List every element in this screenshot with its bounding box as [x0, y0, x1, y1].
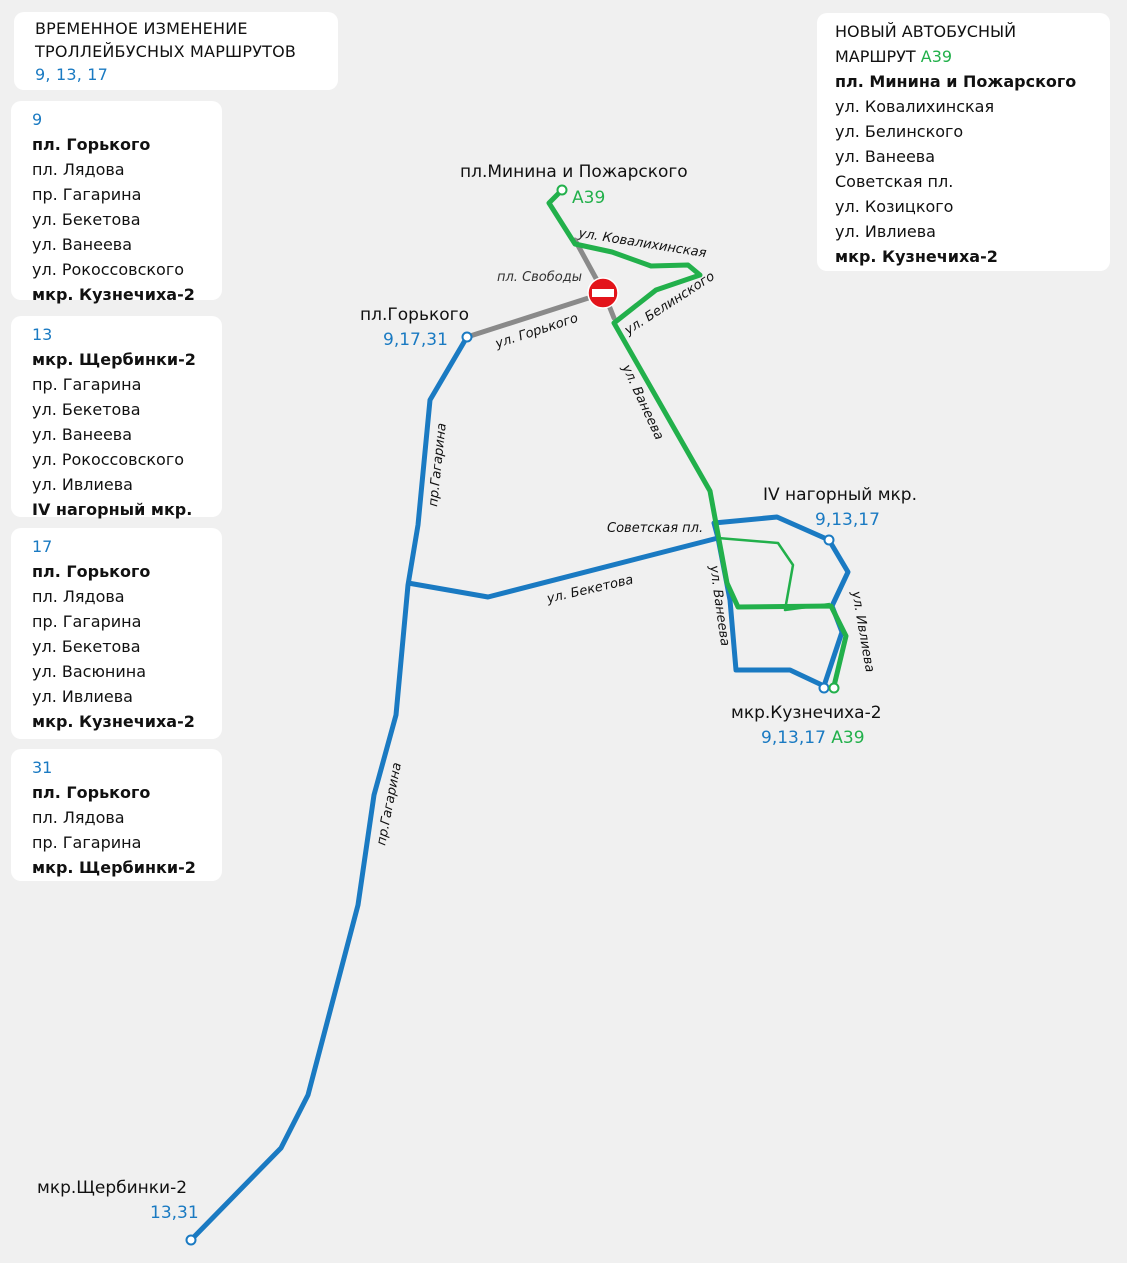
stop-marker-icon[interactable]: [818, 682, 830, 694]
stop-label-nagorny: IV нагорный мкр.: [763, 485, 917, 505]
stop-label-minina-routes: А39: [572, 188, 605, 208]
list-item: пл. Горького: [32, 783, 151, 802]
new-route-number: А39: [920, 47, 953, 66]
list-item: пр. Гагарина: [32, 185, 142, 204]
closed-section-gorkogo: [464, 290, 607, 340]
list-item: пр. Гагарина: [32, 833, 142, 852]
stop-label-kuznechikha-routes: 9,13,17: [761, 728, 826, 748]
list-item: пл. Лядова: [32, 160, 125, 179]
stop-label-minina: пл.Минина и Пожарского: [460, 162, 688, 182]
trolleybus-route-beketova: [407, 535, 719, 600]
list-item: ул. Белинского: [835, 122, 964, 141]
stop-label-kuznechikha: мкр.Кузнечиха-2: [731, 703, 882, 723]
stop-marker-icon[interactable]: [556, 184, 568, 196]
stop-marker-icon[interactable]: [185, 1234, 197, 1246]
new-route-line1: НОВЫЙ АВТОБУСНЫЙ: [835, 22, 1017, 41]
stop-label-kuznechikha-routes-line: 9,13,17 А39: [761, 728, 865, 748]
list-item: Советская пл.: [835, 172, 954, 191]
route-card-31: 31 пл. Горького пл. Лядова пр. Гагарина …: [11, 749, 222, 881]
route-number: 31: [32, 758, 53, 777]
list-item: пр. Гагарина: [32, 375, 142, 394]
list-item: ул. Ивлиева: [835, 222, 936, 241]
stop-label-gorkogo-routes: 9,17,31: [383, 330, 448, 350]
list-item: ул. Рокоссовского: [32, 260, 185, 279]
stop-label-kuznechikha-bus: А39: [831, 728, 864, 748]
trolleybus-route-gagarina: [188, 334, 470, 1243]
list-item: ул. Ванеева: [835, 147, 936, 166]
header-line1: ВРЕМЕННОЕ ИЗМЕНЕНИЕ: [35, 19, 248, 38]
street-label-svobody: пл. Свободы: [497, 270, 582, 285]
list-item: ул. Васюнина: [32, 662, 147, 681]
list-item: ул. Ванеева: [32, 425, 133, 444]
list-item: пл. Горького: [32, 562, 151, 581]
list-item: ул. Ванеева: [32, 235, 133, 254]
list-item: ул. Ковалихинская: [835, 97, 995, 116]
list-item: пл. Минина и Пожарского: [835, 72, 1077, 91]
stop-marker-icon[interactable]: [828, 682, 840, 694]
no-entry-icon: [587, 277, 619, 309]
list-item: пл. Лядова: [32, 587, 125, 606]
list-item: ул. Бекетова: [32, 400, 141, 419]
list-item: мкр. Кузнечиха-2: [835, 247, 998, 266]
street-label-ivlieva: ул. Ивлиева: [848, 589, 877, 673]
stop-label-shcherbinki-routes: 13,31: [150, 1203, 199, 1223]
route-card-17: 17 пл. Горького пл. Лядова пр. Гагарина …: [11, 528, 222, 739]
header-routes: 9, 13, 17: [35, 65, 109, 84]
list-item: ул. Бекетова: [32, 210, 141, 229]
header-new-bus-route: НОВЫЙ АВТОБУСНЫЙ МАРШРУТ А39 пл. Минина …: [817, 13, 1110, 271]
route-card-9: 9 пл. Горького пл. Лядова пр. Гагарина у…: [11, 101, 222, 304]
list-item: ул. Рокоссовского: [32, 450, 185, 469]
list-item: мкр. Щербинки-2: [32, 858, 196, 877]
list-item: мкр. Кузнечиха-2: [32, 712, 195, 731]
new-route-line2: МАРШРУТ: [835, 47, 916, 66]
list-item: ул. Козицкого: [835, 197, 954, 216]
stop-label-shcherbinki: мкр.Щербинки-2: [37, 1178, 187, 1198]
stop-label-gorkogo: пл.Горького: [360, 305, 469, 325]
list-item: ул. Бекетова: [32, 637, 141, 656]
bus-route-a39-north: [546, 187, 849, 689]
list-item: ул. Ивлиева: [32, 687, 133, 706]
stop-marker-icon[interactable]: [461, 331, 473, 343]
list-item: ул. Ивлиева: [32, 475, 133, 494]
route-card-13: 13 мкр. Щербинки-2 пр. Гагарина ул. Беке…: [11, 316, 222, 519]
list-item: мкр. Кузнечиха-2: [32, 285, 195, 304]
street-label-gagarina-1: пр.Гагарина: [426, 422, 450, 507]
list-item: пл. Горького: [32, 135, 151, 154]
bus-route-a39-inner: [717, 536, 831, 612]
list-item: мкр. Щербинки-2: [32, 350, 196, 369]
route-number: 17: [32, 537, 53, 556]
street-label-sovetskaya: Советская пл.: [607, 521, 703, 536]
new-route-line2-wrap: МАРШРУТ А39: [835, 44, 1096, 69]
header-temporary-change: ВРЕМЕННОЕ ИЗМЕНЕНИЕ ТРОЛЛЕЙБУСНЫХ МАРШРУ…: [14, 12, 338, 90]
stop-marker-icon[interactable]: [823, 534, 835, 546]
street-label-kovalikhinskaya: ул. Ковалихинская: [576, 226, 707, 261]
list-item: пр. Гагарина: [32, 612, 142, 631]
route-number: 9: [32, 110, 43, 129]
header-line2: ТРОЛЛЕЙБУСНЫХ МАРШРУТОВ: [35, 42, 297, 61]
stop-label-nagorny-routes: 9,13,17: [815, 510, 880, 530]
list-item: IV нагорный мкр.: [32, 500, 193, 519]
list-item: пл. Лядова: [32, 808, 125, 827]
route-number: 13: [32, 325, 53, 344]
